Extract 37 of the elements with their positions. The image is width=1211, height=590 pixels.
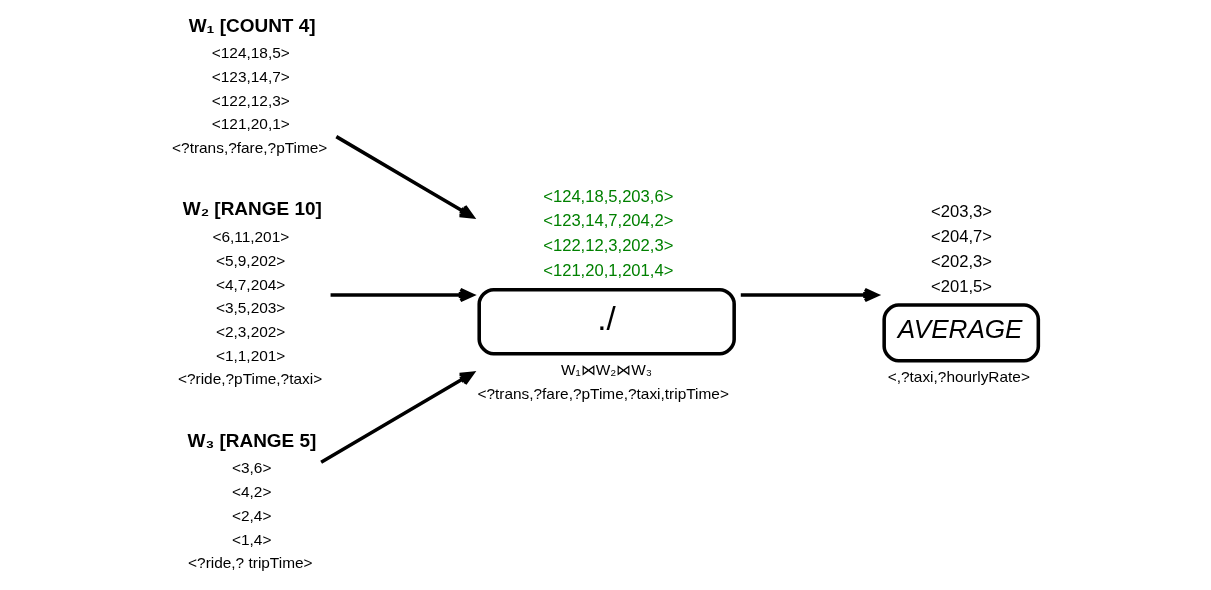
node-label: <4,7,204> xyxy=(215,275,286,293)
node-label: <2,4> xyxy=(231,506,272,524)
node-label: <3,5,203> xyxy=(215,299,286,317)
node-label: <,?taxi,?hourlyRate> xyxy=(887,368,1030,386)
node-label: W₁⋈W₂⋈W₃ xyxy=(561,360,653,378)
node-label: <204,7> xyxy=(931,226,992,246)
node-label: <6,11,201> xyxy=(212,228,290,246)
node-label: <123,14,7> xyxy=(211,68,290,86)
node-label: <122,12,3,202,3> xyxy=(543,236,674,256)
node-label: <202,3> xyxy=(931,251,992,271)
node-label: <?ride,?pTime,?taxi> xyxy=(178,370,323,388)
node-label: <1,1,201> xyxy=(215,346,286,364)
node-text: W₂ [RANGE 10] xyxy=(182,198,322,220)
node-label: <1,4> xyxy=(231,530,272,548)
node-label: <201,5> xyxy=(931,276,992,296)
arrow xyxy=(335,135,475,219)
node-text: W₃ [RANGE 5] xyxy=(187,429,317,451)
node-label: <121,20,1> xyxy=(211,115,290,133)
node-text: W₁ [COUNT 4] xyxy=(188,14,316,36)
node-label: <4,2> xyxy=(231,483,272,501)
node-label: <122,12,3> xyxy=(211,91,290,109)
node-label: <2,3,202> xyxy=(215,322,286,340)
node-label: <121,20,1,201,4> xyxy=(543,261,674,281)
arrow xyxy=(320,371,475,464)
arrow xyxy=(740,287,879,303)
node-box: ./ xyxy=(477,287,736,356)
node-label: <3,6> xyxy=(231,459,272,477)
node-label: <124,18,5> xyxy=(211,44,290,62)
node-box: AVERAGE xyxy=(882,303,1041,363)
node-label: <?ride,? tripTime> xyxy=(188,554,313,572)
node-label: <?trans,?fare,?pTime> xyxy=(172,139,328,157)
node-label: <123,14,7,204,2> xyxy=(543,211,674,231)
node-label: <?trans,?fare,?pTime,?taxi,tripTime> xyxy=(477,384,729,402)
node-label: <203,3> xyxy=(931,201,992,221)
arrow xyxy=(330,287,475,303)
node-label: <5,9,202> xyxy=(215,251,286,269)
node-label: <124,18,5,203,6> xyxy=(543,186,674,206)
